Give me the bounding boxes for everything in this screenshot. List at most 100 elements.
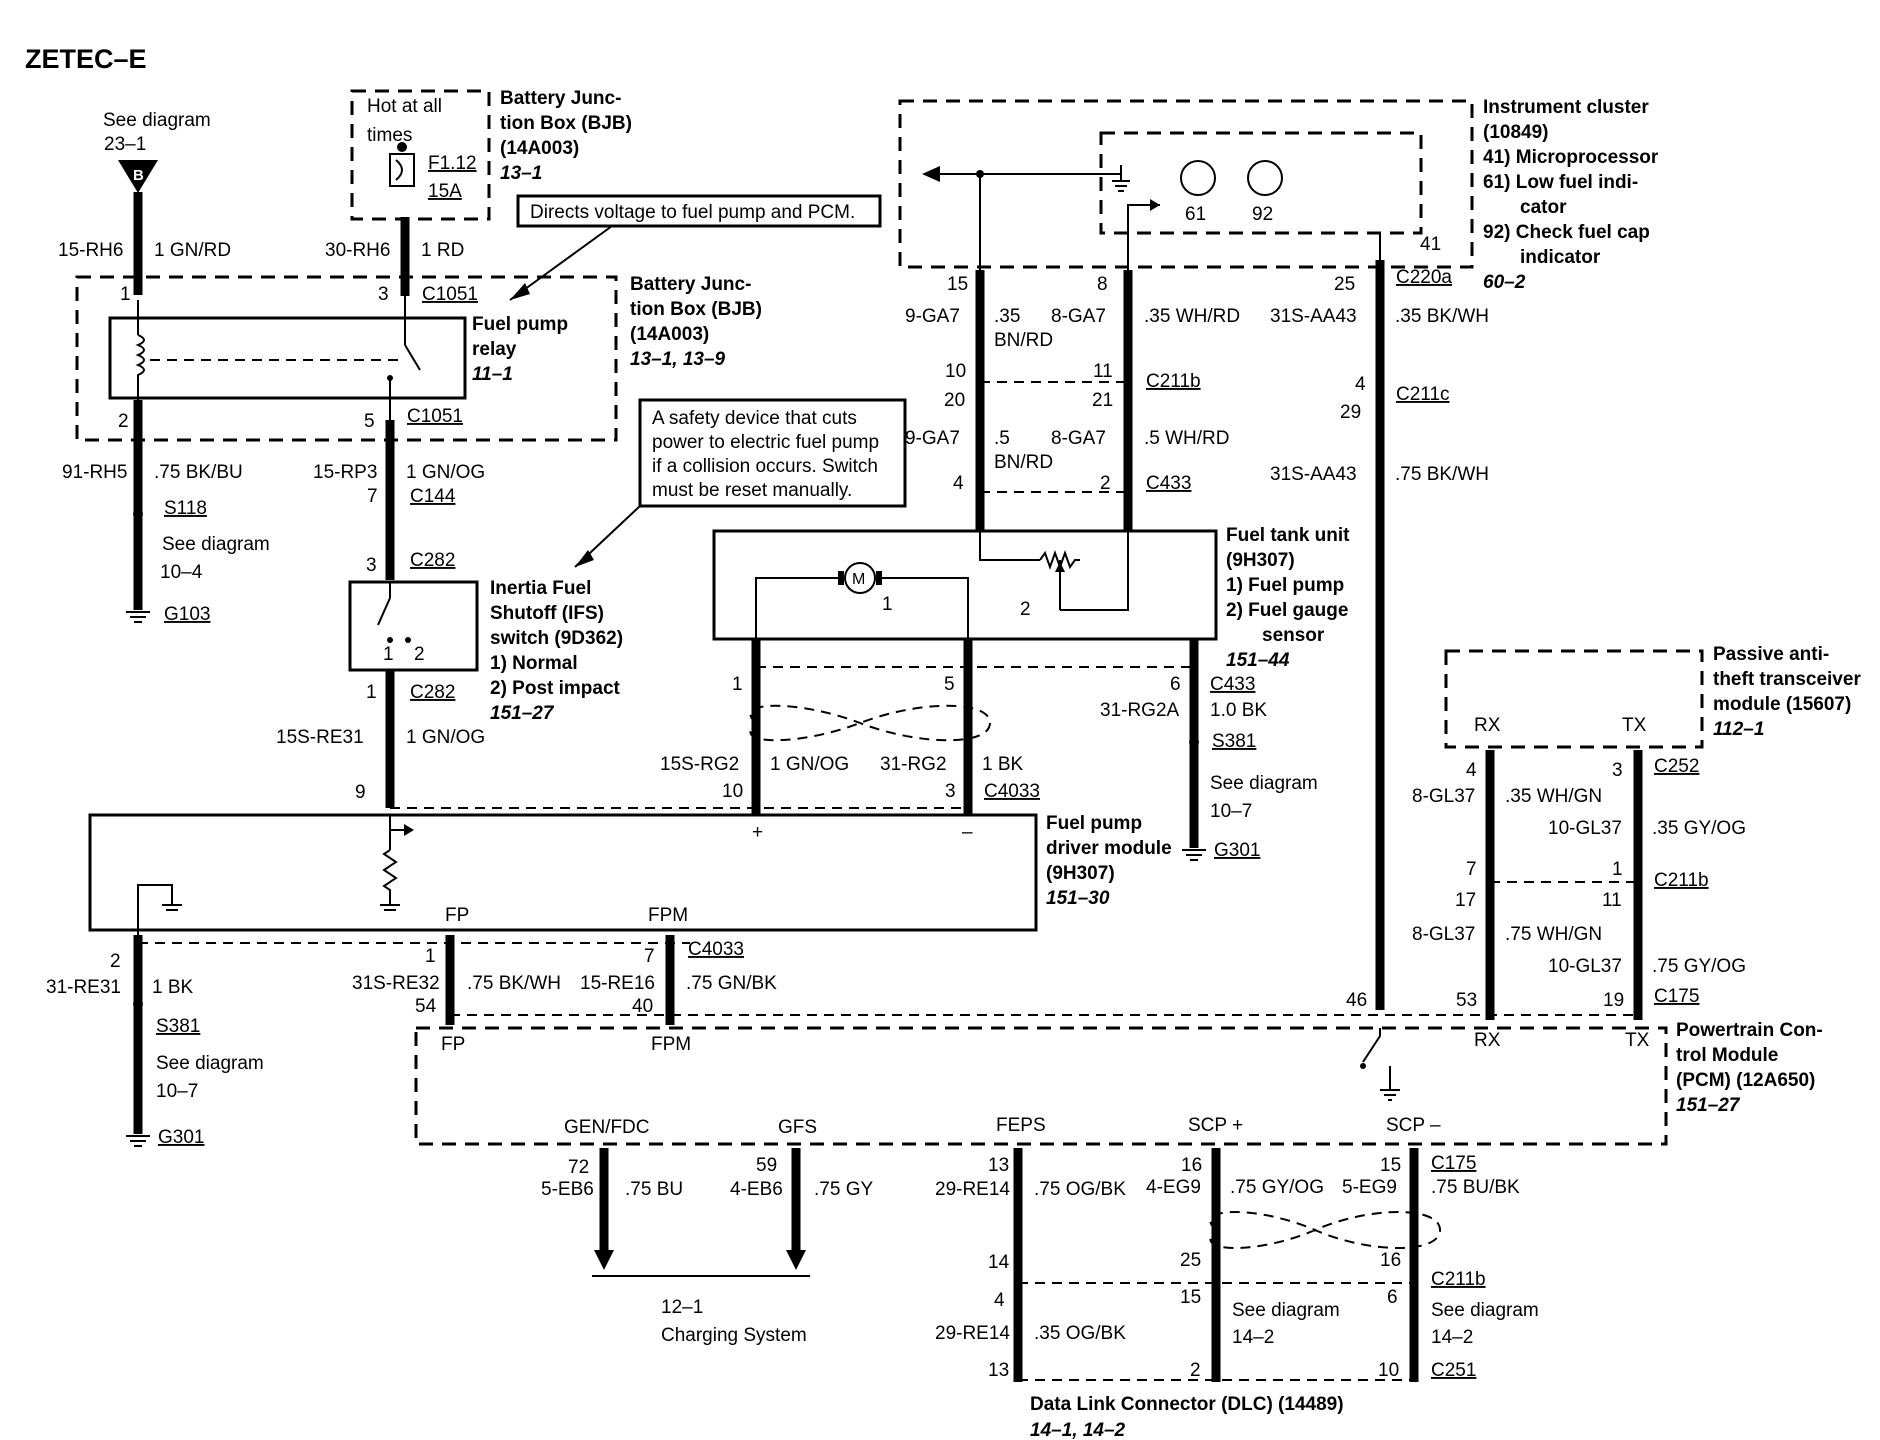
wire-75-gy-og-2: .75 GY/OG <box>1230 1177 1324 1198</box>
wire-1-gn-rd: 1 GN/RD <box>154 240 231 261</box>
ftu-pin-l: 1 <box>732 674 743 695</box>
circuit-5-eg9: 5-EG9 <box>1342 1177 1397 1198</box>
pats-title-2: theft transceiver <box>1713 669 1861 690</box>
see-diagram-23-1: See diagram 23–1 B <box>103 110 211 193</box>
see-diagram-label: See diagram <box>103 110 211 131</box>
circuit-9-ga7-a: 9-GA7 <box>905 306 960 327</box>
circuit-15s-re31: 15S-RE31 <box>276 727 364 748</box>
ground-g301-b: G301 <box>158 1127 204 1148</box>
circuit-15-rp3: 15-RP3 <box>313 462 377 483</box>
dlc-pin-13: 13 <box>988 1360 1009 1381</box>
charging-system: Charging System <box>661 1325 807 1346</box>
ftu-part: (9H307) <box>1226 550 1295 571</box>
connector-c433-b: C433 <box>1210 674 1255 695</box>
dlc-pin-25: 25 <box>1180 1250 1201 1271</box>
pin-8: 8 <box>1097 274 1108 295</box>
plus-sign: + <box>752 822 763 843</box>
see-diagram-14-2-a-ref: 14–2 <box>1232 1327 1274 1348</box>
connector-b-label: B <box>133 167 144 184</box>
wire-5: .5 <box>994 428 1010 449</box>
wire-75-bk-wh: .75 BK/WH <box>1395 464 1489 485</box>
relay-label-1: Fuel pump <box>472 314 568 335</box>
circuit-31s-aa43-a: 31S-AA43 <box>1270 306 1357 327</box>
pin-92: 92 <box>1252 204 1273 225</box>
connector-c175-a: C175 <box>1654 986 1699 1007</box>
ifs-title-1: Inertia Fuel <box>490 578 591 599</box>
pin-25: 25 <box>1334 274 1355 295</box>
see-diagram-14-2-b-ref: 14–2 <box>1431 1327 1473 1348</box>
ground-g301-a: G301 <box>1214 840 1260 861</box>
circuit-31s-re32: 31S-RE32 <box>352 973 440 994</box>
circuit-9-ga7-b: 9-GA7 <box>905 428 960 449</box>
dlc-title: Data Link Connector (DLC) (14489) <box>1030 1394 1344 1415</box>
times-label: times <box>367 125 412 146</box>
pin-7: 7 <box>367 486 378 507</box>
bjb-fuse-box: Hot at all times F1.12 15A Battery Junc-… <box>350 88 632 221</box>
wire-bn-rd-2: BN/RD <box>994 452 1053 473</box>
ftu-pin-1: 1 <box>882 594 893 615</box>
cluster-part: (10849) <box>1483 122 1549 143</box>
fdm-part: (9H307) <box>1046 863 1115 884</box>
fdm-title-2: driver module <box>1046 838 1172 859</box>
wire-75-gn-bk: .75 GN/BK <box>686 973 777 994</box>
wire-bn-rd: BN/RD <box>994 330 1053 351</box>
ground-g103: G103 <box>164 604 210 625</box>
pin-10-fdm: 10 <box>722 781 743 802</box>
wire-75-bu: .75 BU <box>625 1179 683 1200</box>
wire-35-wh-rd: .35 WH/RD <box>1144 306 1240 327</box>
ifs-ref: 151–27 <box>490 703 555 724</box>
dlc-pin-6: 6 <box>1387 1287 1398 1308</box>
connector-c211b-b: C211b <box>1654 870 1709 891</box>
pats-title-1: Passive anti- <box>1713 644 1829 665</box>
bjb-mid-ref: 13–1, 13–9 <box>630 349 726 370</box>
wire-1-bk: 1 BK <box>982 754 1024 775</box>
ftu-pin-2: 2 <box>1020 599 1031 620</box>
minus-sign: – <box>962 822 973 843</box>
circuit-29-re14-b: 29-RE14 <box>935 1323 1010 1344</box>
ifs-pin-2: 2 <box>414 644 425 665</box>
wire-1-0-bk: 1.0 BK <box>1210 700 1267 721</box>
note-ifs-4: must be reset manually. <box>652 480 852 501</box>
ftu-fuel-gauge: 2) Fuel gauge <box>1226 600 1348 621</box>
dlc-pin-10: 10 <box>1378 1360 1399 1381</box>
low-fuel-indicator-icon <box>1180 160 1216 196</box>
connector-c282-bottom: C282 <box>410 682 455 703</box>
pats-tx: TX <box>1622 715 1647 736</box>
relay-ref: 11–1 <box>472 364 513 385</box>
wire-75-gy-og: .75 GY/OG <box>1652 956 1746 977</box>
ifs-title-3: switch (9D362) <box>490 628 623 649</box>
wire-35-wh-gn: .35 WH/GN <box>1505 786 1602 807</box>
wire-75-og-bk: .75 OG/BK <box>1034 1179 1126 1200</box>
fdm-fpm-label: FPM <box>648 905 688 926</box>
ground-icon <box>126 611 150 623</box>
connector-c282-top: C282 <box>410 550 455 571</box>
wire-1-bk-2: 1 BK <box>152 977 194 998</box>
connector-c4033-a: C4033 <box>984 781 1040 802</box>
pin-72: 72 <box>568 1157 589 1178</box>
circuit-4-eb6: 4-EB6 <box>730 1179 783 1200</box>
wire-75-bk-wh-2: .75 BK/WH <box>467 973 561 994</box>
ground-icon <box>1182 849 1206 861</box>
pcm-fp: FP <box>441 1034 465 1055</box>
see-diagram-14-2-a: See diagram <box>1232 1300 1340 1321</box>
wire-75-bk-bu: .75 BK/BU <box>154 462 243 483</box>
wire-5-wh-rd: .5 WH/RD <box>1144 428 1230 449</box>
pcm-title-1: Powertrain Con- <box>1676 1020 1823 1041</box>
pin-15-pcm: 15 <box>1380 1155 1401 1176</box>
hot-label: Hot at all <box>367 96 442 117</box>
dlc-pin-16: 16 <box>1380 1250 1401 1271</box>
see-diagram-10-7-a: See diagram <box>1210 773 1318 794</box>
charging-ref: 12–1 <box>661 1297 703 1318</box>
pcm-title-2: trol Module <box>1676 1045 1778 1066</box>
pcm-scp-minus: SCP – <box>1386 1115 1441 1136</box>
connector-c4033-b: C4033 <box>688 939 744 960</box>
circuit-30-rh6: 30-RH6 <box>325 240 390 261</box>
pin-53: 53 <box>1456 990 1477 1011</box>
fdm-title-1: Fuel pump <box>1046 813 1142 834</box>
pin-46: 46 <box>1346 990 1367 1011</box>
see-diagram-10-7-b: See diagram <box>156 1053 264 1074</box>
pin-4b: 4 <box>953 473 964 494</box>
note-ifs-3: if a collision occurs. Switch <box>652 456 878 477</box>
see-diagram-10-7-a-ref: 10–7 <box>1210 801 1252 822</box>
bjb-mid-part: (14A003) <box>630 324 709 345</box>
